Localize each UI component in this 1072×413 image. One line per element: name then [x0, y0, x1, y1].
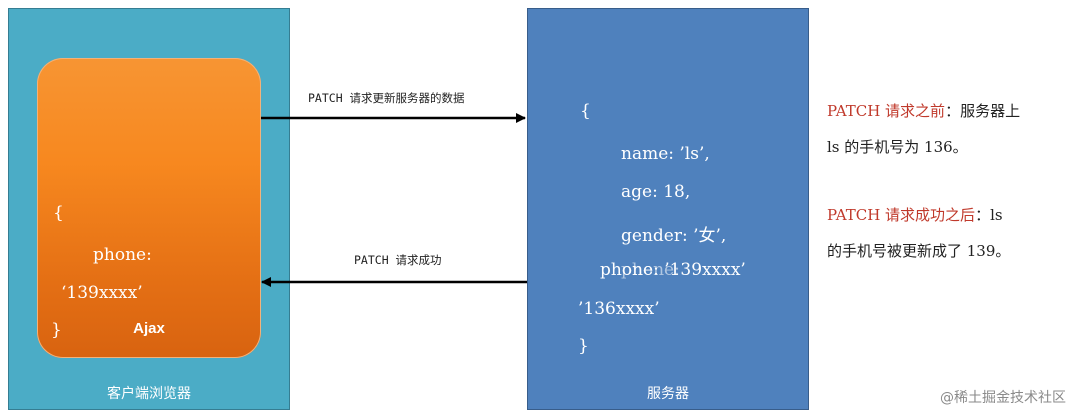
note-after-text1: ：ls — [975, 206, 1003, 224]
note-before-line2: ls 的手机号为 136。 — [827, 138, 968, 156]
note-before-prefix: PATCH 请求之前 — [827, 102, 946, 120]
ajax-code-phone-value: ‘139xxxx’ — [61, 283, 143, 303]
server-code-phone-new: phone: ’139xxxx’ — [600, 260, 746, 280]
ajax-label: Ajax — [133, 320, 165, 337]
ajax-code-close-brace: } — [51, 320, 62, 340]
response-arrow-label: PATCH 请求成功 — [354, 253, 442, 267]
server-code-gender: gender: ’女’, — [621, 226, 727, 246]
note-before-line1: PATCH 请求之前：服务器上 — [827, 100, 1020, 121]
server-panel: 服务器 { name: ’ls’, age: 18, gender: ’女’, … — [527, 8, 809, 410]
server-caption: 服务器 — [647, 386, 689, 402]
server-code-name: name: ’ls’, — [621, 144, 710, 164]
server-code-phone-old-key: phone: — [621, 260, 680, 280]
server-code-open-brace: { — [580, 101, 591, 121]
note-after-line1: PATCH 请求成功之后：ls — [827, 204, 1003, 225]
client-browser-caption: 客户端浏览器 — [107, 386, 191, 402]
server-code-phone-old-value: ’136xxxx’ — [578, 299, 660, 319]
note-after-line2: 的手机号被更新成了 139。 — [827, 242, 1011, 260]
server-code-close-brace: } — [578, 336, 589, 356]
request-arrow-label: PATCH 请求更新服务器的数据 — [308, 91, 465, 105]
watermark: @稀土掘金技术社区 — [940, 390, 1066, 406]
note-before-text1: ：服务器上 — [945, 102, 1021, 120]
note-after-prefix: PATCH 请求成功之后 — [827, 206, 976, 224]
server-code-age: age: 18, — [621, 182, 691, 202]
ajax-code-phone-key: phone: — [93, 245, 152, 265]
ajax-box: { phone: ‘139xxxx’ } Ajax — [37, 58, 261, 358]
ajax-code-open-brace: { — [53, 203, 64, 223]
